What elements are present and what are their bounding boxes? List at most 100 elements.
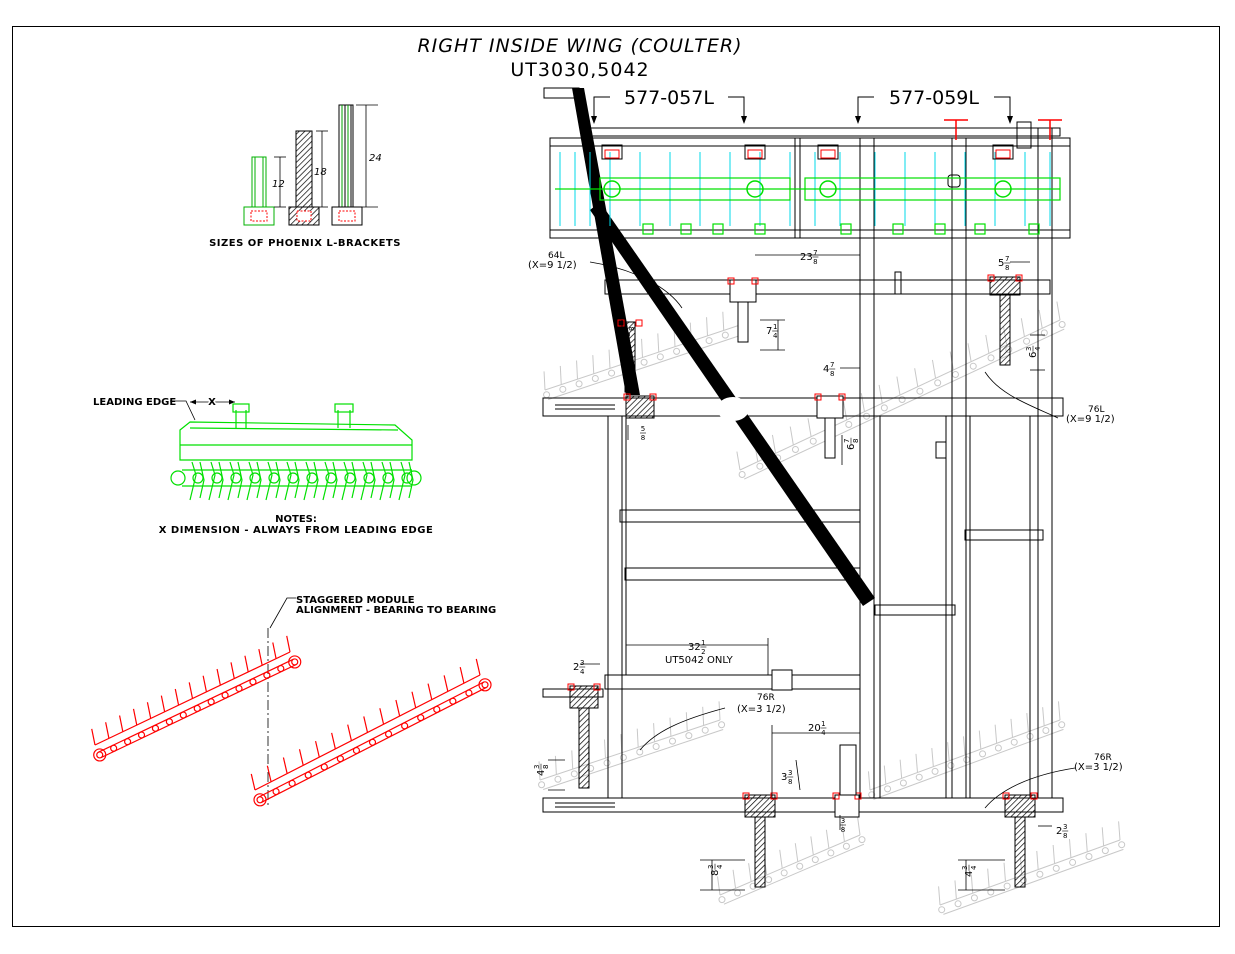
svg-text:3: 3 xyxy=(841,817,845,825)
bracket-18: 18 xyxy=(288,130,328,226)
bracket-12: 12 xyxy=(243,156,286,226)
part-number-left-label: 577-057L xyxy=(624,87,714,109)
model-numbers: UT3030,5042 xyxy=(510,59,649,81)
svg-text:4: 4 xyxy=(580,668,585,676)
svg-text:7: 7 xyxy=(830,361,834,369)
svg-text:1: 1 xyxy=(773,323,777,331)
coulter-blades-green xyxy=(189,461,414,501)
dimension-d3b: 38 xyxy=(840,817,846,834)
notes-text: X DIMENSION - ALWAYS FROM LEADING EDGE xyxy=(159,525,434,536)
callout-76r-b: 76R xyxy=(1094,753,1112,763)
part-number-left: 577-057L xyxy=(591,87,747,124)
svg-text:2: 2 xyxy=(1056,826,1062,837)
svg-text:1: 1 xyxy=(821,720,825,728)
svg-text:8: 8 xyxy=(841,826,845,834)
svg-text:4: 4 xyxy=(964,871,975,877)
leading-edge-detail: LEADING EDGE X NOTES: X DIMENSION - ALWA… xyxy=(93,396,434,537)
svg-text:5: 5 xyxy=(998,258,1004,269)
svg-text:2: 2 xyxy=(701,648,705,656)
drawing-title: RIGHT INSIDE WING (COULTER) xyxy=(417,35,742,57)
callout-76r-b-x: (X=3 1/2) xyxy=(1074,762,1123,773)
svg-text:4: 4 xyxy=(1034,346,1042,351)
svg-text:8: 8 xyxy=(813,258,817,266)
svg-text:8: 8 xyxy=(710,870,721,876)
svg-text:23: 23 xyxy=(800,252,813,263)
callout-64l-x: (X=9 1/2) xyxy=(528,260,577,271)
callout-76l-x: (X=9 1/2) xyxy=(1066,414,1115,425)
svg-text:6: 6 xyxy=(1028,352,1039,358)
staggered-label-1: STAGGERED MODULE xyxy=(296,595,415,606)
svg-text:7: 7 xyxy=(1005,255,1009,263)
top-coulter-gang xyxy=(555,144,1061,235)
ghost-coulters xyxy=(538,301,1126,915)
svg-text:3: 3 xyxy=(788,769,792,777)
svg-text:8: 8 xyxy=(1005,264,1009,272)
callout-76l: 76L xyxy=(1088,405,1104,415)
svg-text:20: 20 xyxy=(808,723,821,734)
svg-text:3: 3 xyxy=(961,866,969,870)
bracket-size-12: 12 xyxy=(272,179,285,190)
bracket-sizes-detail: 12 18 24 SIZES OF PHOENIX L-BRACKETS xyxy=(209,104,400,249)
staggered-module-detail: STAGGERED MODULE ALIGNMENT - BEARING TO … xyxy=(91,595,496,807)
svg-text:3: 3 xyxy=(619,327,627,331)
frame-l-brackets xyxy=(567,274,1038,888)
svg-text:5: 5 xyxy=(641,425,645,433)
bracket-size-18: 18 xyxy=(314,167,327,178)
notes-title: NOTES: xyxy=(275,514,317,525)
drawing-border xyxy=(12,26,1220,927)
part-number-right-label: 577-059L xyxy=(889,87,979,109)
dimension-lines xyxy=(548,254,1076,891)
svg-text:8: 8 xyxy=(641,434,645,442)
svg-text:8: 8 xyxy=(830,370,834,378)
svg-text:3: 3 xyxy=(580,659,584,667)
svg-text:3: 3 xyxy=(1025,347,1033,351)
bracket-24: 24 xyxy=(331,104,382,226)
svg-text:7: 7 xyxy=(843,439,851,443)
svg-text:8: 8 xyxy=(852,439,860,443)
svg-text:4: 4 xyxy=(773,332,778,340)
callout-ut5042-only: UT5042 ONLY xyxy=(665,655,734,666)
svg-text:8: 8 xyxy=(628,327,636,331)
svg-text:6: 6 xyxy=(622,332,633,338)
svg-text:1: 1 xyxy=(701,639,705,647)
svg-text:3: 3 xyxy=(533,765,541,769)
svg-text:4: 4 xyxy=(536,770,547,776)
svg-text:4: 4 xyxy=(970,865,978,870)
callout-76r-a: 76R xyxy=(757,693,775,703)
svg-text:2: 2 xyxy=(573,662,579,673)
bracket-size-24: 24 xyxy=(369,153,382,164)
wing-frame xyxy=(542,87,1071,813)
dimension-d5b: 58 xyxy=(640,425,646,442)
callout-64l: 64L xyxy=(548,251,564,261)
leading-edge-label: LEADING EDGE xyxy=(93,397,176,408)
svg-text:32: 32 xyxy=(688,642,701,653)
svg-text:6: 6 xyxy=(846,444,857,450)
part-number-right: 577-059L xyxy=(855,87,1013,124)
staggered-modules-red xyxy=(91,635,492,807)
callout-76r-a-x: (X=3 1/2) xyxy=(737,704,786,715)
svg-text:3: 3 xyxy=(1063,823,1067,831)
svg-text:8: 8 xyxy=(1063,832,1067,840)
svg-text:4: 4 xyxy=(823,364,829,375)
svg-text:3: 3 xyxy=(707,865,715,869)
svg-text:4: 4 xyxy=(716,864,724,869)
svg-text:3: 3 xyxy=(781,772,787,783)
svg-text:7: 7 xyxy=(813,249,817,257)
red-lift-masts xyxy=(944,119,1062,140)
